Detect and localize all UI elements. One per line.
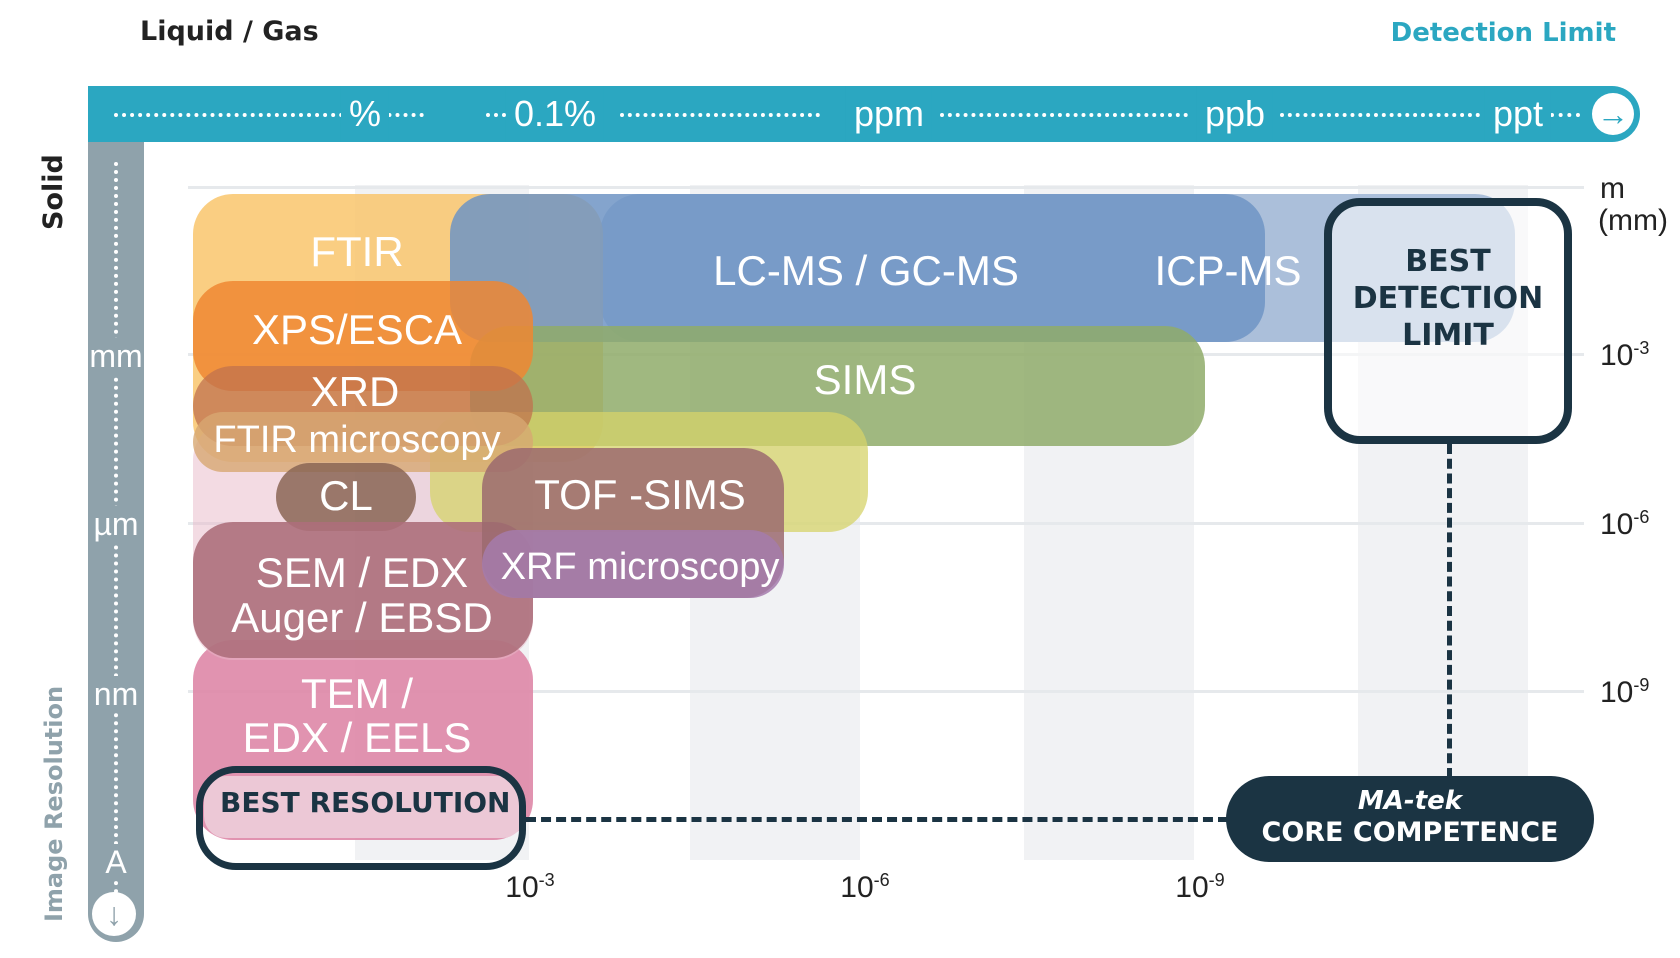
right-axis-unit-mm: (mm) [1598,204,1668,237]
detection-limit-title: Detection Limit [1390,18,1616,48]
best-detection-line-1: BEST [1405,244,1491,279]
bottom-axis-base-3: 10 [1175,871,1209,904]
region-xrf [482,530,784,598]
label-tof-sims: TOF -SIMS [534,470,746,518]
detection-dots-6 [1550,113,1580,117]
label-ftir: FTIR [310,227,404,275]
bottom-axis-tick-1e-9: 10-9 [1175,870,1224,905]
resolution-label-mm: mm [88,338,144,374]
detection-label-ppt: ppt [1484,86,1552,142]
arrow-right-icon: → [1592,93,1634,135]
core-competence-label: CORE COMPETENCE [1261,817,1559,848]
right-axis-base-2: 10 [1600,508,1634,541]
bottom-axis-exp-2: -6 [873,870,890,890]
best-resolution-fill [204,776,524,838]
right-axis-tick-1e-9: 10-9 [1600,675,1649,710]
bottom-axis-base-2: 10 [840,871,874,904]
image-resolution-label: Image Resolution [40,685,68,922]
core-competence-badge: MA-tek CORE COMPETENCE [1226,776,1594,862]
right-axis-exp-2: -6 [1633,507,1650,527]
region-lc-gc-ms [450,194,1265,342]
matek-logo: MA-tek [1357,786,1463,816]
label-lc-gc-ms: LC-MS / GC-MS [713,246,1019,294]
best-resolution-label: BEST RESOLUTION [220,786,511,819]
bottom-axis-exp-1: -3 [538,870,555,890]
label-xrf-microscopy: XRF microscopy [500,546,780,589]
gridline-nm [188,690,1584,693]
detection-dots-5 [1280,113,1480,117]
best-resolution-box [196,766,526,870]
right-axis-tick-1e-3: 10-3 [1600,338,1649,373]
dashed-connector-vertical [1447,444,1452,778]
resolution-label-nm: nm [88,676,144,712]
label-tem: TEM / [301,669,413,717]
right-axis-tick-1e-6: 10-6 [1600,507,1649,542]
dashed-connector-horizontal [526,817,1228,822]
right-axis-exp-3: -9 [1633,675,1650,695]
detection-label-ppm: ppm [845,86,933,142]
image-resolution-bar: mm µm nm A ↓ [88,142,144,942]
region-ftir-microscopy [193,412,533,472]
right-axis-unit-m: m [1600,172,1625,205]
solid-label: Solid [38,154,69,230]
bottom-axis-tick-1e-3: 10-3 [505,870,554,905]
label-ftir-microscopy: FTIR microscopy [213,419,501,462]
bottom-axis-tick-1e-6: 10-6 [840,870,889,905]
detection-dots-4 [940,113,1188,117]
detection-dots-3 [620,113,820,117]
label-auger-ebsd: Auger / EBSD [231,593,493,641]
right-axis-base-3: 10 [1600,676,1634,709]
bottom-axis-exp-3: -9 [1208,870,1225,890]
liquid-gas-title: Liquid / Gas [140,16,319,47]
gridline-top [188,186,1584,189]
region-sem [193,522,533,658]
detection-label-percent: % [340,86,390,142]
best-detection-line-2: DETECTION [1352,281,1544,316]
right-axis-base-1: 10 [1600,339,1634,372]
label-edx-eels: EDX / EELS [242,713,472,761]
best-detection-box [1324,198,1572,444]
label-sims: SIMS [813,355,917,403]
detection-label-0-1-percent: 0.1% [505,86,605,142]
detection-limit-bar: % 0.1% ppm ppb ppt → [88,86,1640,142]
gridline-um [188,522,1584,525]
bottom-axis-base-1: 10 [505,871,539,904]
label-sem-edx: SEM / EDX [255,548,469,596]
right-axis-exp-1: -3 [1633,338,1650,358]
region-cl [276,463,416,531]
resolution-label-angstrom: A [88,844,144,880]
best-detection-label: BEST DETECTION LIMIT [1324,243,1572,354]
detection-label-ppb: ppb [1196,86,1274,142]
arrow-down-icon: ↓ [92,892,136,936]
best-detection-line-3: LIMIT [1402,318,1494,353]
label-icp-ms: ICP-MS [1154,246,1302,294]
label-cl: CL [319,471,373,519]
label-xps: XPS/ESCA [251,305,463,353]
label-xrd: XRD [310,367,400,415]
detection-dots-1 [114,113,424,117]
resolution-label-um: µm [88,506,144,542]
